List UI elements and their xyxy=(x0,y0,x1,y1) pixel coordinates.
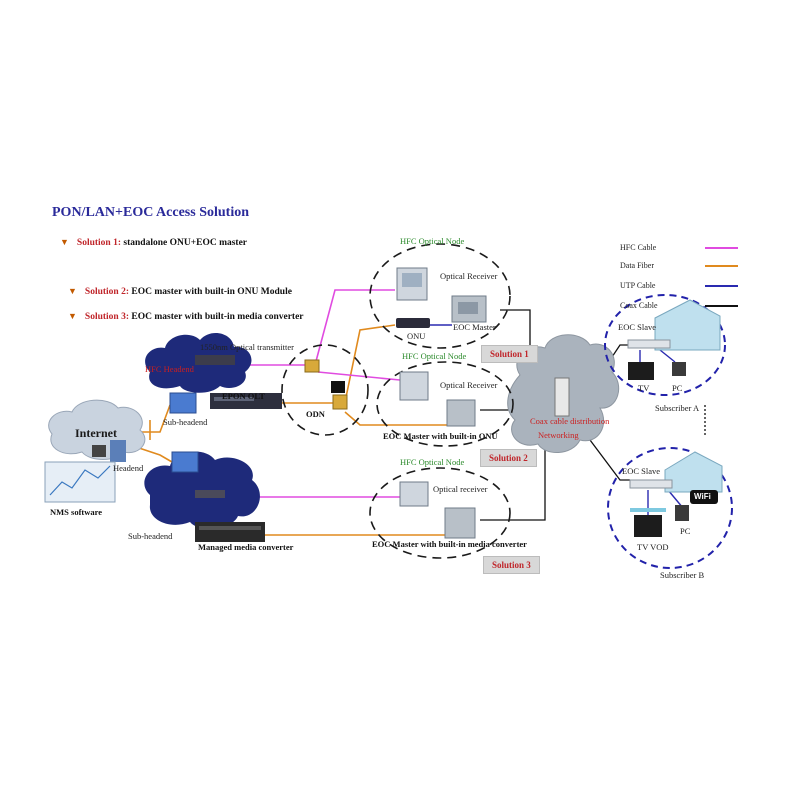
pc-b-label: PC xyxy=(680,526,691,536)
legend-fiber-label: Data Fiber xyxy=(620,261,654,270)
optical-receiver-1-device xyxy=(396,267,428,301)
fiber-odn-to-onu xyxy=(344,324,396,403)
pc-b-device xyxy=(675,505,689,521)
tv-a-label: TV xyxy=(638,383,650,393)
coax-network-label-2: Networking xyxy=(538,430,579,440)
wifi-badge xyxy=(690,490,718,504)
coax-node3-out xyxy=(480,450,546,521)
hfc-headend-label: HFC Headend xyxy=(145,364,194,374)
solution-2-text: EOC master with built-in ONU Module xyxy=(131,287,292,297)
managed-mc-label: Managed media converter xyxy=(198,542,294,552)
page-title: PON/LAN+EOC Access Solution xyxy=(52,205,249,220)
coax-cable-links xyxy=(480,309,706,521)
pc-a-label: PC xyxy=(672,383,683,393)
bullet-arrow-icon: ▼ xyxy=(60,237,69,247)
optical-receiver-2-label: Optical Receiver xyxy=(440,380,498,390)
headend-label: Headend xyxy=(113,463,144,473)
tv-b-label: TV VOD xyxy=(637,542,669,552)
eoc-master-mc-label: EOC Master with built-in media converter xyxy=(372,539,527,549)
eoc-master-label: EOC Master xyxy=(453,322,496,332)
optical-transmitter-label: 1550nm Optical transmitter xyxy=(200,342,294,352)
tv-b-device xyxy=(630,508,666,537)
solution-1-text: standalone ONU+EOC master xyxy=(123,238,248,248)
legend-coax-label: Coax Cable xyxy=(620,301,658,310)
bullet-arrow-icon: ▼ xyxy=(68,286,77,296)
solution-1-label: Solution 1: xyxy=(76,238,122,248)
coax-cloud-to-sub-b xyxy=(589,439,630,481)
subscriber-a-label: Subscriber A xyxy=(655,403,700,413)
subscriber-b-house xyxy=(664,451,723,493)
optical-receiver-2-device xyxy=(399,371,429,401)
odn-boundary xyxy=(281,344,369,436)
solution-2-box: Solution 2 xyxy=(480,449,537,467)
eoc-slave-a-device xyxy=(627,339,671,349)
sub-headend-2-label: Sub-headend xyxy=(128,531,173,541)
coax-node1-out xyxy=(500,309,531,355)
eoc-master-onu-label: EOC Master with built-in ONU xyxy=(383,431,498,441)
subheadend-1-switch xyxy=(169,392,197,414)
subheadend-2-switch xyxy=(171,451,199,473)
solution-1-line: ▼ Solution 1: standalone ONU+EOC master xyxy=(60,238,247,249)
coax-tap-device xyxy=(554,377,570,417)
epon-olt-label: EPON OLT xyxy=(222,391,265,401)
onu-device xyxy=(396,318,430,328)
hfc-node-3-boundary xyxy=(369,467,511,559)
nms-monitor xyxy=(44,461,116,503)
wifi-label: WiFi xyxy=(694,492,711,501)
odn-label: ODN xyxy=(306,409,325,419)
odn-splitter-device xyxy=(331,381,348,410)
legend-lines xyxy=(705,247,738,307)
bullet-arrow-icon: ▼ xyxy=(68,311,77,321)
hfc-node-1-label: HFC Optical Node xyxy=(400,236,465,246)
solution-1-box: Solution 1 xyxy=(481,345,538,363)
coax-network-label-1: Coax cable distribution xyxy=(530,416,610,426)
solution-3-line: ▼ Solution 3: EOC master with built-in me… xyxy=(68,312,304,323)
hfc-node-2-label: HFC Optical Node xyxy=(402,351,467,361)
nms-label: NMS software xyxy=(50,507,103,517)
splitter-1-device xyxy=(304,359,320,373)
eoc-slave-a-label: EOC Slave xyxy=(618,322,657,332)
hfc-node-2-boundary xyxy=(376,361,514,447)
internet-label: Internet xyxy=(75,426,117,440)
hfc-splitter-to-rx1 xyxy=(314,289,395,366)
subscriber-b-boundary xyxy=(607,447,733,569)
solution-2-line: ▼ Solution 2: EOC master with built-in ON… xyxy=(68,287,292,298)
eoc-master-onu-device xyxy=(446,399,476,427)
solution-3-box: Solution 3 xyxy=(483,556,540,574)
managed-mc-chassis xyxy=(195,522,265,542)
sub-headend-1-label: Sub-headend xyxy=(163,417,208,427)
optical-receiver-1-label: Optical Receiver xyxy=(440,271,498,281)
utp-slave-a-pc xyxy=(659,349,676,363)
fiber-odn-to-eoc-onu xyxy=(344,411,447,426)
optical-transmitter-device xyxy=(195,355,235,365)
pc-a-device xyxy=(672,362,686,376)
hfc-node-1-boundary xyxy=(369,243,511,349)
subscriber-b-label: Subscriber B xyxy=(660,570,705,580)
epon-olt-device xyxy=(210,393,282,409)
solution-3-label: Solution 3: xyxy=(84,312,130,322)
subheadend-2-transmitter xyxy=(195,490,225,498)
solution-3-text: EOC master with built-in media converter xyxy=(131,312,304,322)
eoc-slave-b-device xyxy=(629,479,673,489)
hfc-node-3-label: HFC Optical Node xyxy=(400,457,465,467)
solution-2-label: Solution 2: xyxy=(84,287,130,297)
eoc-slave-b-label: EOC Slave xyxy=(622,466,661,476)
hfc-splitter-to-rx2 xyxy=(317,371,401,381)
optical-receiver-3-label: Optical receiver xyxy=(433,484,488,494)
tv-a-device xyxy=(628,362,654,380)
optical-receiver-3-device xyxy=(399,481,429,507)
legend-utp-label: UTP Cable xyxy=(620,281,656,290)
onu-label: ONU xyxy=(407,331,426,341)
headend-server xyxy=(92,440,126,462)
subscriber-a-boundary xyxy=(604,294,726,396)
legend-hfc-label: HFC Cable xyxy=(620,243,657,252)
eoc-master-device xyxy=(451,295,487,323)
eoc-master-mc-device xyxy=(444,507,476,539)
